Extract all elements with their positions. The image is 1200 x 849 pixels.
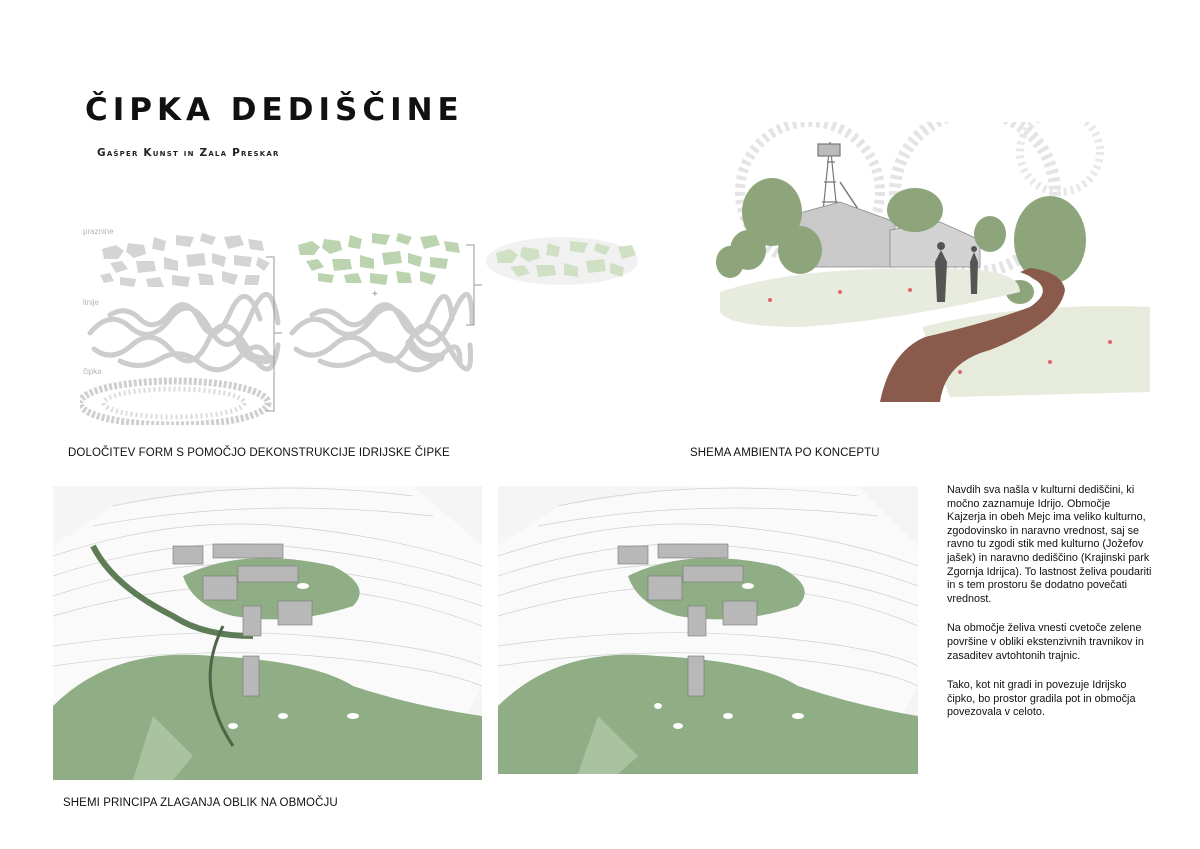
bracket-right	[466, 244, 482, 326]
plus-sign: +	[372, 289, 378, 300]
lines-layer	[87, 291, 281, 373]
model-render-2	[498, 486, 918, 774]
layer-label-lines: linije	[83, 298, 100, 307]
layer-label-voids: praznine	[83, 227, 114, 236]
bracket-left	[266, 256, 282, 412]
lace-diagram-svg: +	[80, 233, 638, 425]
description-text: Navdih sva našla v kulturni dediščini, k…	[947, 484, 1152, 736]
voids-layer	[100, 233, 270, 287]
models-caption: SHEMI PRINCIPA ZLAGANJA OBLIK NA OBMOČJU	[63, 797, 338, 809]
ambience-caption: SHEMA AMBIENTA PO KONCEPTU	[690, 447, 880, 459]
authors-subtitle: Gašper Kunst in Zala Preskar	[97, 147, 280, 159]
description-paragraph-1: Navdih sva našla v kulturni dediščini, k…	[947, 484, 1152, 605]
description-paragraph-3: Tako, kot nit gradi in povezuje Idrijsko…	[947, 679, 1136, 719]
page-title: ČIPKA DEDIŠČINE	[85, 92, 464, 128]
ambience-svg	[716, 122, 1150, 402]
layer-label-lace: čipka	[83, 367, 102, 376]
model-buildings	[617, 543, 758, 697]
model-buildings	[172, 543, 313, 697]
description-paragraph-2: Na območje želiva vnesti cvetoče zelene …	[947, 622, 1144, 662]
combined-lines	[289, 291, 475, 373]
trees	[716, 178, 1086, 304]
brick-path	[880, 268, 1065, 402]
lace-layer	[80, 377, 272, 425]
model-render-1	[53, 486, 482, 780]
combined-voids-green	[298, 233, 460, 285]
ambience-illustration	[690, 122, 1160, 404]
model-1-svg	[53, 486, 482, 780]
lace-deconstruction-diagram: + praznine linije čipka	[80, 215, 640, 425]
diagram-caption: DOLOČITEV FORM S POMOČJO DEKONSTRUKCIJE …	[68, 447, 450, 459]
figures	[935, 242, 978, 302]
model-2-svg	[498, 486, 918, 774]
result-layer	[486, 237, 638, 285]
